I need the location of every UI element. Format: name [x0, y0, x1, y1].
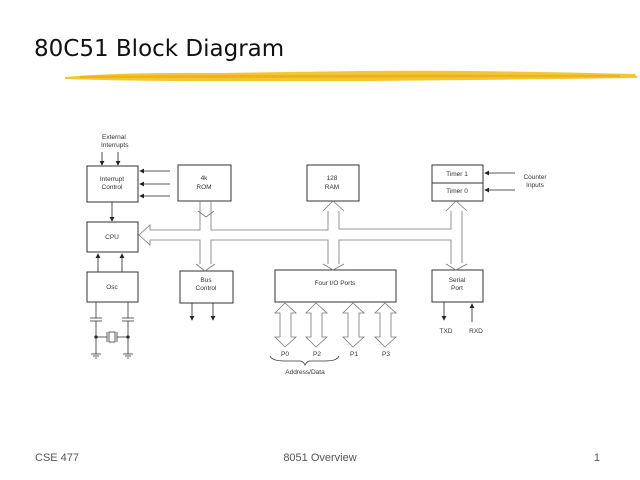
port-arrows [274, 302, 398, 348]
port-p0-label: P0 [281, 351, 289, 358]
io-ports-label: Four I/O Ports [315, 280, 357, 287]
port-p1-label: P1 [350, 351, 358, 358]
counter-inputs-label: Counter [523, 174, 547, 181]
rxd-label: RXD [469, 328, 483, 335]
bus-control-label: Bus [200, 277, 212, 284]
ram-label-2: RAM [325, 184, 339, 191]
serial-port-box [431, 269, 484, 303]
serial-port-label-2: Port [451, 285, 463, 292]
port-p2-label: P2 [313, 351, 321, 358]
counter-inputs-label-2: Inputs [526, 182, 544, 189]
rom-box [177, 164, 232, 202]
footer-page-number: 1 [593, 452, 600, 464]
interrupt-control-label-2: Control [102, 184, 124, 191]
ram-label: 128 [327, 175, 338, 182]
osc-label: Osc [106, 284, 118, 291]
io-ports-box [274, 269, 397, 303]
footer-title: 8051 Overview [283, 452, 357, 464]
rom-label-2: ROM [196, 184, 211, 191]
cpu-box [86, 221, 139, 253]
slide-title: 80C51 Block Diagram [34, 36, 285, 62]
address-data-label: Address/Data [285, 369, 325, 376]
interrupt-control-box [86, 165, 139, 203]
timer1-label: Timer 1 [446, 171, 468, 178]
bus-control-label-2: Control [196, 285, 218, 292]
oscillator-crystal-circuit [90, 302, 340, 366]
bus-control-box [179, 270, 234, 304]
serial-port-label: Serial [449, 277, 466, 284]
interrupt-control-label: Interrupt [100, 176, 124, 183]
cpu-label: CPU [105, 234, 119, 241]
footer-course: CSE 477 [35, 452, 80, 464]
title-underline-stroke [65, 70, 638, 81]
osc-box [86, 271, 139, 303]
port-p3-label: P3 [382, 351, 390, 358]
external-interrupts-label-2: Interrupts [101, 142, 129, 149]
timer0-label: Timer 0 [446, 188, 468, 195]
rom-label: 4k [201, 175, 209, 182]
txd-label: TXD [440, 328, 453, 335]
external-interrupts-label: External [102, 134, 126, 141]
ram-box [306, 164, 360, 202]
